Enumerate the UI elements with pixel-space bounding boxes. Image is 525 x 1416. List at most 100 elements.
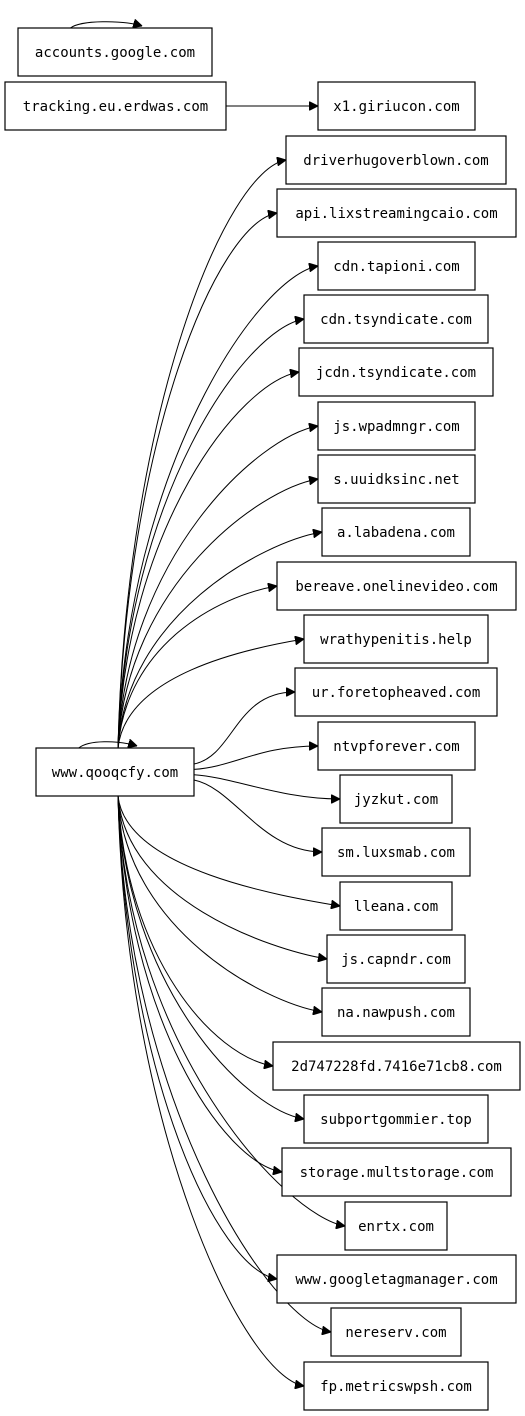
node-box <box>339 774 453 824</box>
node-label: x1.giriucon.com <box>333 99 459 115</box>
nodes-layer: accounts.google.com tracking.eu.erdwas.co… <box>4 27 521 1411</box>
edge-center-to-luxsmab <box>193 779 322 852</box>
node-nereserv: nereserv.com <box>330 1307 462 1357</box>
node-box <box>330 1307 462 1357</box>
node-box <box>321 827 471 877</box>
edge-center-to-jcdn <box>117 372 299 749</box>
node-center: www.qooqcfy.com <box>35 747 195 797</box>
node-tsyndicate: cdn.tsyndicate.com <box>303 294 489 344</box>
node-label: fp.metricswpsh.com <box>320 1379 472 1395</box>
node-box <box>317 241 476 291</box>
node-multstorage: storage.multstorage.com <box>281 1147 512 1197</box>
edge-center-to-labadena <box>117 532 322 749</box>
node-label: nereserv.com <box>345 1325 446 1341</box>
node-label: cdn.tsyndicate.com <box>320 312 472 328</box>
node-box <box>344 1201 448 1251</box>
node-nawpush: na.nawpush.com <box>321 987 471 1037</box>
node-hex: 2d747228fd.7416e71cb8.com <box>272 1041 521 1091</box>
edge-accounts-to-accounts <box>70 22 142 29</box>
node-box <box>303 614 489 664</box>
node-label: accounts.google.com <box>35 45 195 61</box>
node-label: lleana.com <box>354 899 438 915</box>
node-label: enrtx.com <box>358 1219 434 1235</box>
edge-center-to-lleana <box>117 795 340 906</box>
node-box <box>285 135 507 185</box>
node-label: s.uuidksinc.net <box>333 472 459 488</box>
node-gtm: www.googletagmanager.com <box>276 1254 517 1304</box>
node-jcdn: jcdn.tsyndicate.com <box>298 347 494 397</box>
node-lleana: lleana.com <box>339 881 453 931</box>
node-label: sm.luxsmab.com <box>337 845 455 861</box>
node-box <box>321 507 471 557</box>
node-x1: x1.giriucon.com <box>317 81 476 131</box>
edge-center-to-foretop <box>193 692 295 765</box>
node-label: subportgommier.top <box>320 1112 472 1128</box>
node-label: bereave.onelinevideo.com <box>295 579 497 595</box>
edge-center-to-uuidksinc <box>117 479 318 749</box>
node-capndr: js.capndr.com <box>326 934 466 984</box>
node-label: www.qooqcfy.com <box>52 765 178 781</box>
node-box <box>294 667 498 717</box>
node-label: jyzkut.com <box>354 792 438 808</box>
node-labadena: a.labadena.com <box>321 507 471 557</box>
node-api: api.lixstreamingcaio.com <box>276 188 517 238</box>
node-box <box>4 81 227 131</box>
node-label: jcdn.tsyndicate.com <box>316 365 476 381</box>
edge-center-to-metrics <box>117 795 304 1386</box>
node-foretop: ur.foretopheaved.com <box>294 667 498 717</box>
node-jyzkut: jyzkut.com <box>339 774 453 824</box>
edge-center-to-nawpush <box>117 795 322 1012</box>
edge-center-to-jyzkut <box>193 774 340 799</box>
node-box <box>317 721 476 771</box>
edge-center-to-bereave <box>117 586 277 749</box>
node-label: api.lixstreamingcaio.com <box>295 206 497 222</box>
node-label: a.labadena.com <box>337 525 455 541</box>
node-wrathy: wrathypenitis.help <box>303 614 489 664</box>
node-accounts: accounts.google.com <box>17 27 213 77</box>
node-box <box>272 1041 521 1091</box>
edges-layer <box>70 22 345 1386</box>
node-box <box>298 347 494 397</box>
node-box <box>276 561 517 611</box>
node-uuidksinc: s.uuidksinc.net <box>317 454 476 504</box>
edge-center-to-tapioni <box>117 266 318 749</box>
node-box <box>303 1094 489 1144</box>
node-label: ntvpforever.com <box>333 739 459 755</box>
edge-center-to-driverhug <box>117 160 286 749</box>
edge-center-to-wrathy <box>117 639 304 749</box>
node-driverhug: driverhugoverblown.com <box>285 135 507 185</box>
node-bereave: bereave.onelinevideo.com <box>276 561 517 611</box>
node-label: 2d747228fd.7416e71cb8.com <box>291 1059 502 1075</box>
edge-center-to-nereserv <box>117 795 331 1332</box>
node-luxsmab: sm.luxsmab.com <box>321 827 471 877</box>
node-box <box>276 188 517 238</box>
node-box <box>303 1361 489 1411</box>
node-box <box>321 987 471 1037</box>
edge-center-to-capndr <box>117 795 327 959</box>
edge-center-to-subport <box>117 795 304 1119</box>
node-label: wrathypenitis.help <box>320 632 472 648</box>
node-box <box>317 401 476 451</box>
node-tapioni: cdn.tapioni.com <box>317 241 476 291</box>
node-label: cdn.tapioni.com <box>333 259 459 275</box>
edge-center-to-gtm <box>117 795 277 1279</box>
node-label: js.capndr.com <box>341 952 451 968</box>
edge-center-to-wpadmngr <box>117 426 318 749</box>
edge-center-to-hex <box>117 795 273 1066</box>
node-label: na.nawpush.com <box>337 1005 455 1021</box>
node-box <box>35 747 195 797</box>
node-box <box>17 27 213 77</box>
edge-center-to-api <box>117 213 277 749</box>
node-label: www.googletagmanager.com <box>295 1272 497 1288</box>
node-box <box>326 934 466 984</box>
node-box <box>276 1254 517 1304</box>
node-metrics: fp.metricswpsh.com <box>303 1361 489 1411</box>
edge-center-to-center <box>78 742 137 749</box>
node-subport: subportgommier.top <box>303 1094 489 1144</box>
node-tracking: tracking.eu.erdwas.com <box>4 81 227 131</box>
node-label: ur.foretopheaved.com <box>312 685 481 701</box>
node-wpadmngr: js.wpadmngr.com <box>317 401 476 451</box>
node-box <box>317 81 476 131</box>
node-label: storage.multstorage.com <box>300 1165 494 1181</box>
